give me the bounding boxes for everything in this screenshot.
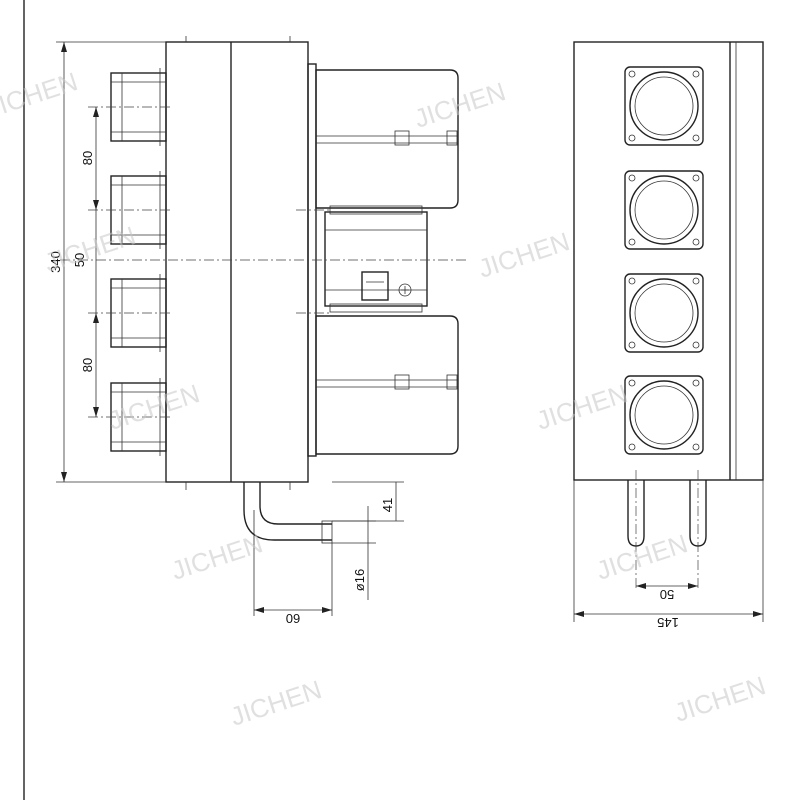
watermark: JICHEN <box>671 670 770 728</box>
watermark: JICHEN <box>227 674 326 732</box>
watermark: JICHEN <box>168 528 267 586</box>
front-pipes <box>627 470 707 590</box>
watermark: JICHEN <box>593 528 692 586</box>
dim-overall-height: 340 <box>48 251 63 273</box>
watermark: JICHEN <box>411 76 510 134</box>
watermark: JICHEN <box>533 378 632 436</box>
dim-spacing-top: 80 <box>80 151 95 165</box>
front-connector-2 <box>624 170 704 250</box>
side-view <box>60 36 466 544</box>
dim-front-width: 145 <box>657 615 679 630</box>
dim-pipe-diameter: ø16 <box>352 569 367 591</box>
side-body <box>165 41 309 483</box>
dim-spacing-bottom: 80 <box>80 358 95 372</box>
front-connector-1 <box>624 66 704 146</box>
dim-front-pipe-spacing: 50 <box>660 587 674 602</box>
lower-fan-housing <box>315 315 459 455</box>
front-connector-3 <box>624 273 704 353</box>
dim-pipe-offset: 60 <box>286 611 300 626</box>
dim-center-spacing: 50 <box>72 253 87 267</box>
watermark: JICHEN <box>41 220 140 278</box>
watermark: JICHEN <box>0 66 81 124</box>
watermarks: JICHEN JICHEN JICHEN JICHEN JICHEN JICHE… <box>0 66 769 732</box>
motor <box>324 205 428 313</box>
watermark: JICHEN <box>105 378 204 436</box>
watermark: JICHEN <box>475 226 574 284</box>
front-dimensions: 50 145 <box>573 480 764 630</box>
dim-pipe-drop: 41 <box>380 498 395 512</box>
front-view <box>573 41 764 590</box>
front-body <box>573 41 764 481</box>
front-connector-4 <box>624 375 704 455</box>
upper-fan-housing <box>315 69 459 209</box>
bent-pipe <box>243 482 333 544</box>
side-dimensions: 340 80 50 80 41 ø16 60 <box>48 41 404 626</box>
